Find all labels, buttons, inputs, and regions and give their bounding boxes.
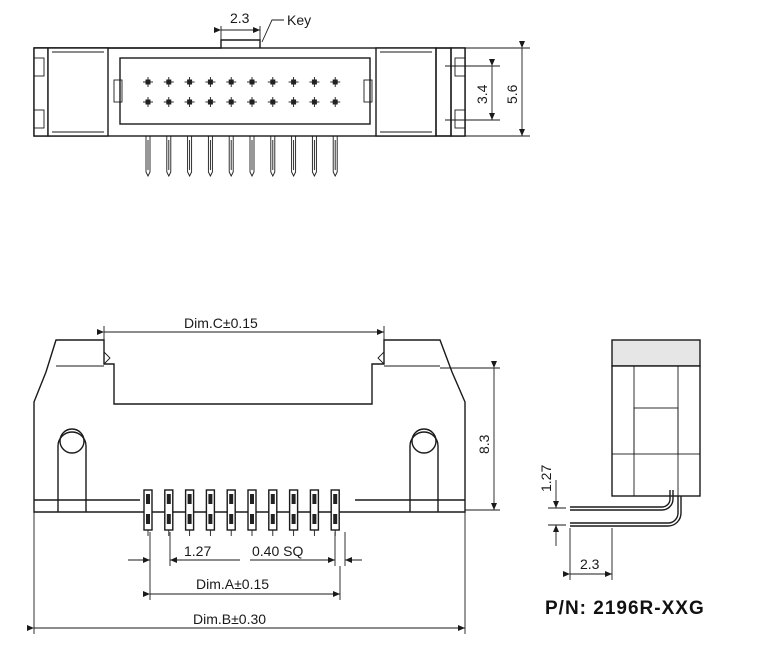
front-pin [205, 489, 216, 536]
top-pin [330, 77, 341, 87]
top-pin [143, 77, 153, 87]
dim-b-label: Dim.B±0.30 [193, 611, 266, 627]
top-pin [163, 97, 174, 107]
side-offset-label: 2.3 [580, 556, 600, 572]
pin-tail [270, 136, 276, 178]
pin-size-label: 0.40 SQ [252, 543, 303, 559]
top-pin [267, 97, 278, 107]
pin-tail [291, 136, 297, 178]
top-view: 2.3 Key 3.4 5.6 [33, 10, 530, 178]
front-pin [309, 489, 320, 536]
pin-tail [187, 136, 193, 178]
inner-height-label: 3.4 [474, 84, 490, 104]
top-pin [330, 97, 341, 107]
side-view: 1.27 2.3 [538, 339, 701, 580]
top-pin [205, 77, 216, 87]
pin-tail [166, 136, 172, 178]
top-pin-grid [143, 77, 341, 107]
pitch-label: 1.27 [184, 543, 211, 559]
part-number: P/N: 2196R-XXG [545, 598, 705, 619]
front-pin [247, 489, 257, 536]
key-width-label: 2.3 [230, 10, 250, 26]
front-height-label: 8.3 [476, 434, 492, 454]
top-pin [309, 77, 320, 87]
outer-height-label: 5.6 [504, 84, 520, 104]
front-view: Dim.C±0.15 8.3 1.27 0.40 SQ Dim.A±0.15 D… [27, 315, 500, 634]
top-pin [247, 97, 257, 107]
top-pin [288, 77, 299, 87]
front-pin [288, 489, 299, 536]
top-pin [143, 97, 153, 107]
pin-tail [228, 136, 234, 178]
pin-tail [311, 136, 317, 178]
front-pin [226, 489, 236, 536]
front-pin-row [143, 489, 340, 536]
front-pin [143, 489, 153, 536]
dim-c-label: Dim.C±0.15 [184, 315, 258, 331]
side-pitch-label: 1.27 [538, 465, 554, 492]
top-pin [184, 97, 195, 107]
front-pin [330, 489, 340, 536]
top-pin [226, 97, 237, 107]
front-pin [184, 489, 195, 536]
top-pin [205, 97, 216, 107]
top-pin [226, 77, 237, 87]
top-pin [184, 77, 195, 87]
top-pin [163, 77, 174, 87]
pin-tail [207, 136, 213, 178]
top-pin [309, 97, 320, 107]
top-pin [267, 77, 278, 87]
pin-tail [145, 136, 151, 178]
pin-tails [145, 136, 338, 178]
top-pin [247, 77, 257, 87]
pin-tail [332, 136, 338, 178]
top-pin [288, 97, 299, 107]
key-label: Key [287, 12, 311, 28]
pin-tail [249, 136, 255, 178]
front-pin [164, 489, 174, 536]
front-pin [268, 489, 278, 536]
dim-a-label: Dim.A±0.15 [196, 576, 269, 592]
